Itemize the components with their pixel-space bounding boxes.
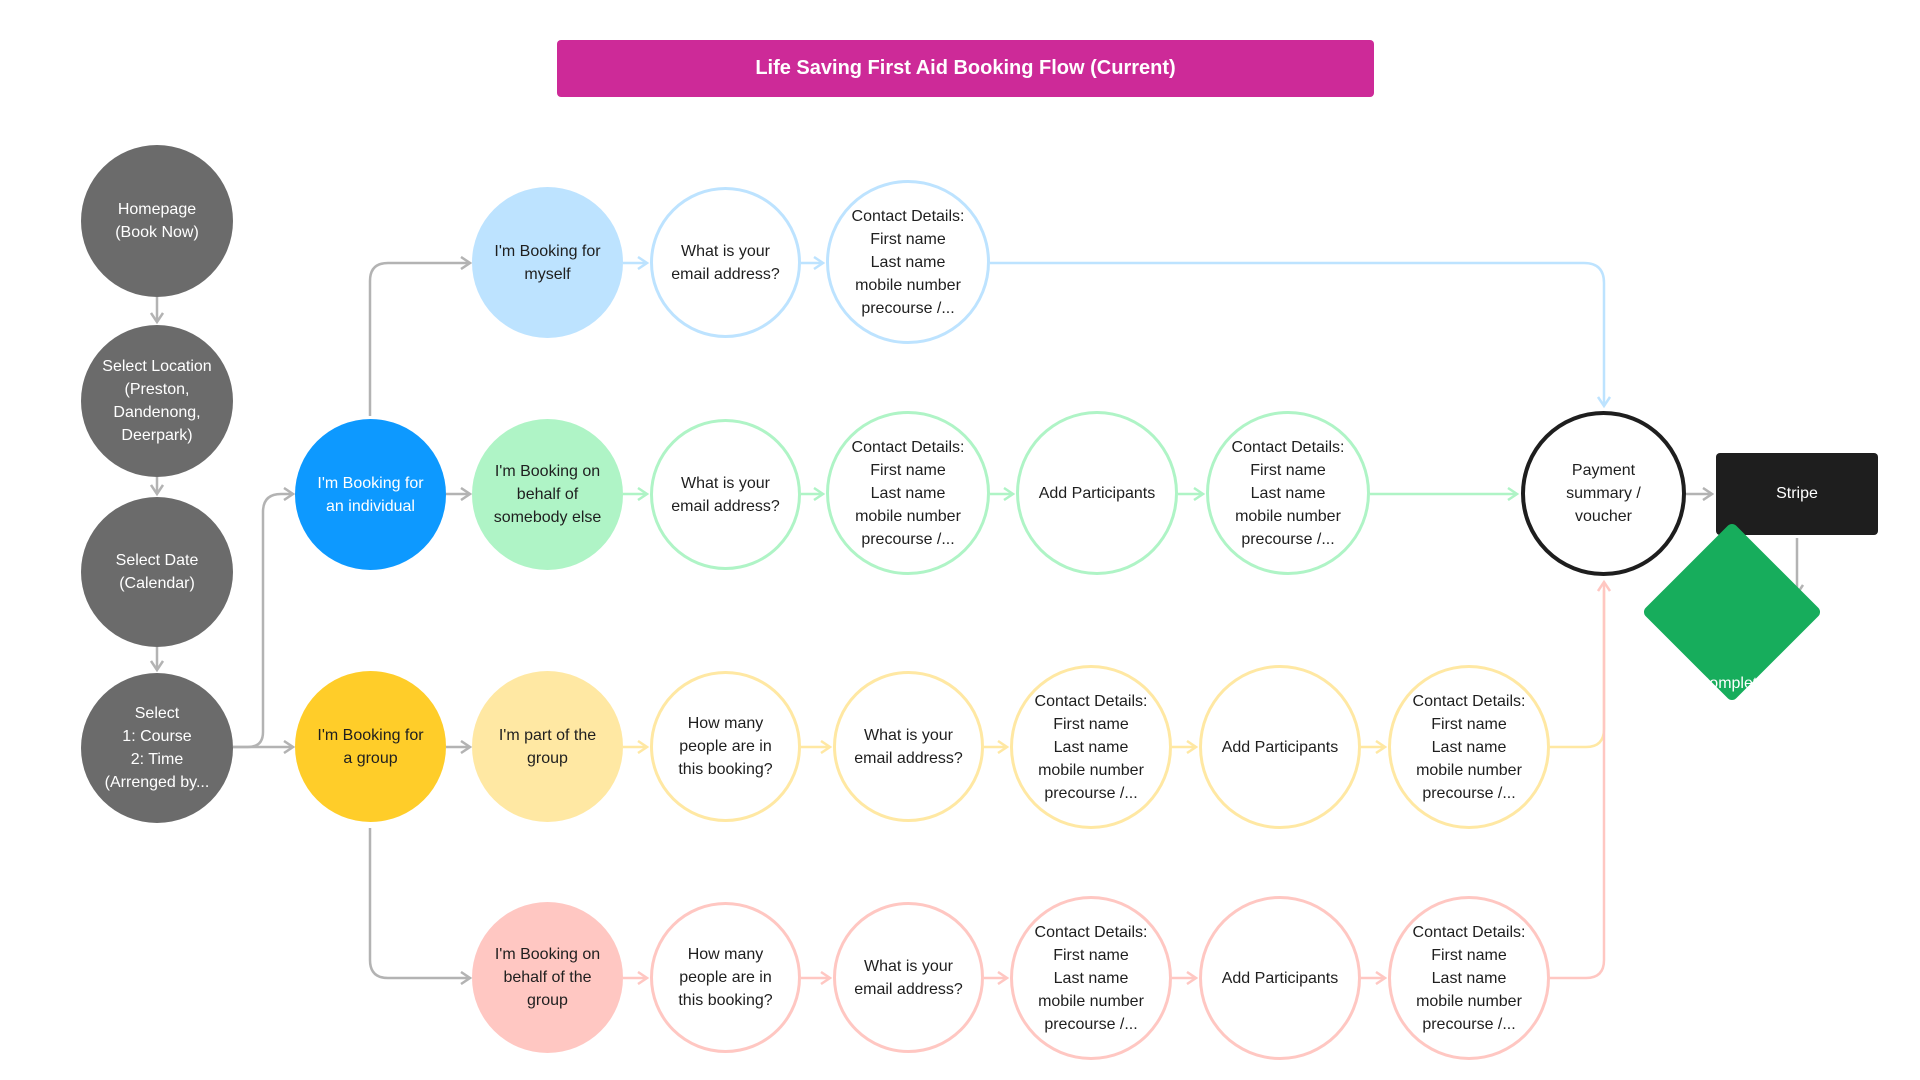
node-part-email: What is your email address?: [833, 671, 984, 822]
node-booking-individual: I'm Booking for an individual: [295, 419, 446, 570]
page-title: Life Saving First Aid Booking Flow (Curr…: [557, 40, 1374, 97]
node-myself-contact: Contact Details: First name Last name mo…: [826, 180, 990, 344]
node-behalf-participants: Add Participants: [1199, 896, 1361, 1060]
node-booking-somebody: I'm Booking on behalf of somebody else: [472, 419, 623, 570]
node-behalf-how-many: How many people are in this booking?: [650, 902, 801, 1053]
node-select-course: Select 1: Course 2: Time (Arrenged by...: [81, 673, 233, 823]
edge-individual-myself: [368, 263, 470, 416]
edge-group-behalf: [368, 828, 470, 978]
edge-myself-payment: [990, 261, 1604, 406]
node-part-contact-2: Contact Details: First name Last name mo…: [1388, 665, 1550, 829]
node-part-how-many: How many people are in this booking?: [650, 671, 801, 822]
node-behalf-of-group: I'm Booking on behalf of the group: [472, 902, 623, 1053]
node-somebody-contact-1: Contact Details: First name Last name mo…: [826, 411, 990, 575]
node-behalf-contact-1: Contact Details: First name Last name mo…: [1010, 896, 1172, 1060]
edge-part-payment: [1550, 590, 1606, 749]
node-complete-label: Complete: [1697, 675, 1767, 692]
node-select-location: Select Location (Preston, Dandenong, Dee…: [81, 325, 233, 477]
node-part-contact-1: Contact Details: First name Last name mo…: [1010, 665, 1172, 829]
node-part-participants: Add Participants: [1199, 665, 1361, 829]
edge-behalf-payment: [1550, 582, 1604, 980]
node-select-date: Select Date (Calendar): [81, 497, 233, 647]
edge-course-individual: [233, 494, 293, 749]
node-behalf-email: What is your email address?: [833, 902, 984, 1053]
node-part-of-group: I'm part of the group: [472, 671, 623, 822]
node-somebody-contact-2: Contact Details: First name Last name mo…: [1206, 411, 1370, 575]
node-behalf-contact-2: Contact Details: First name Last name mo…: [1388, 896, 1550, 1060]
node-stripe: Stripe: [1716, 453, 1878, 535]
node-homepage: Homepage (Book Now): [81, 145, 233, 297]
node-somebody-participants: Add Participants: [1016, 411, 1178, 575]
node-booking-group: I'm Booking for a group: [295, 671, 446, 822]
node-myself-email: What is your email address?: [650, 187, 801, 338]
node-booking-myself: I'm Booking for myself: [472, 187, 623, 338]
node-somebody-email: What is your email address?: [650, 419, 801, 570]
node-payment-summary: Payment summary / voucher: [1521, 411, 1686, 576]
